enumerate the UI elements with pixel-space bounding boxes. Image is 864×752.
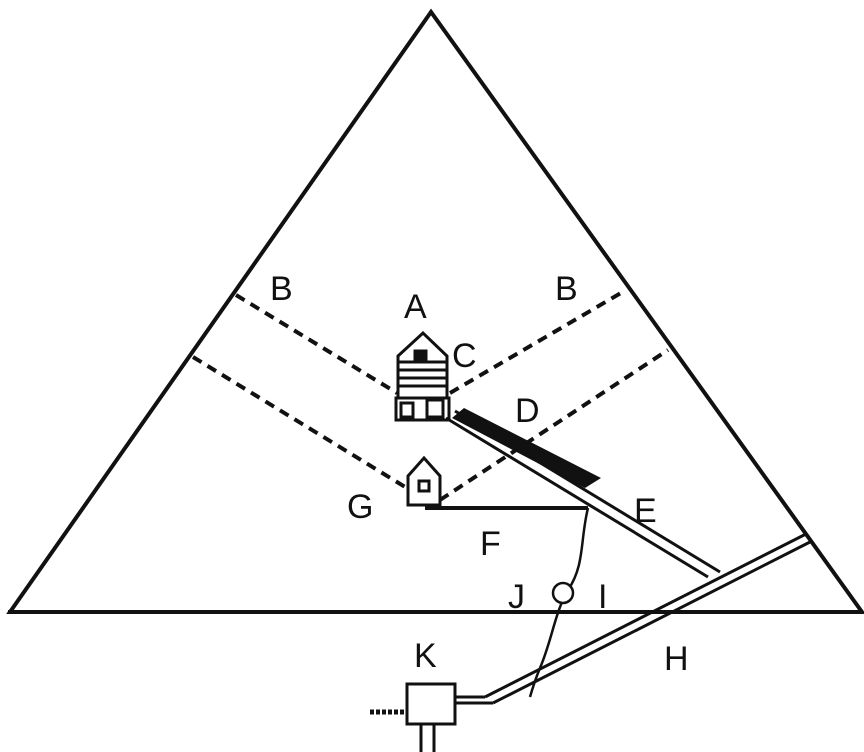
ascending-passage [445,409,721,579]
label-b-left: B [270,270,293,308]
queens-chamber [406,455,442,507]
relieving-chambers-gable [396,330,449,400]
kings-chamber [394,330,451,422]
well-shaft [528,507,590,698]
grand-gallery [452,408,601,488]
queens-chamber-niche [417,479,431,493]
queens-chamber-shaft-north [191,355,412,492]
label-h: H [664,640,689,678]
label-f: F [480,525,501,563]
label-k: K [414,637,437,675]
queens-chamber-shaft-south [438,348,670,502]
subterranean-chamber [370,682,457,752]
pyramid-triangle [6,8,864,614]
pyramid-outline [6,8,864,614]
label-c: C [452,337,477,375]
label-e: E [634,492,657,530]
label-a: A [404,288,427,326]
antechamber-left [399,401,415,419]
kings-chamber-mark [413,349,428,361]
label-b-right: B [555,270,578,308]
label-j: J [508,578,525,616]
air-shafts [191,288,670,502]
antechamber-right [425,398,445,419]
label-g: G [347,488,373,526]
grotto [551,581,575,605]
kings-chamber-shaft-north [234,293,399,395]
label-d: D [515,392,540,430]
descending-passage [456,532,811,705]
label-i: I [598,578,607,616]
